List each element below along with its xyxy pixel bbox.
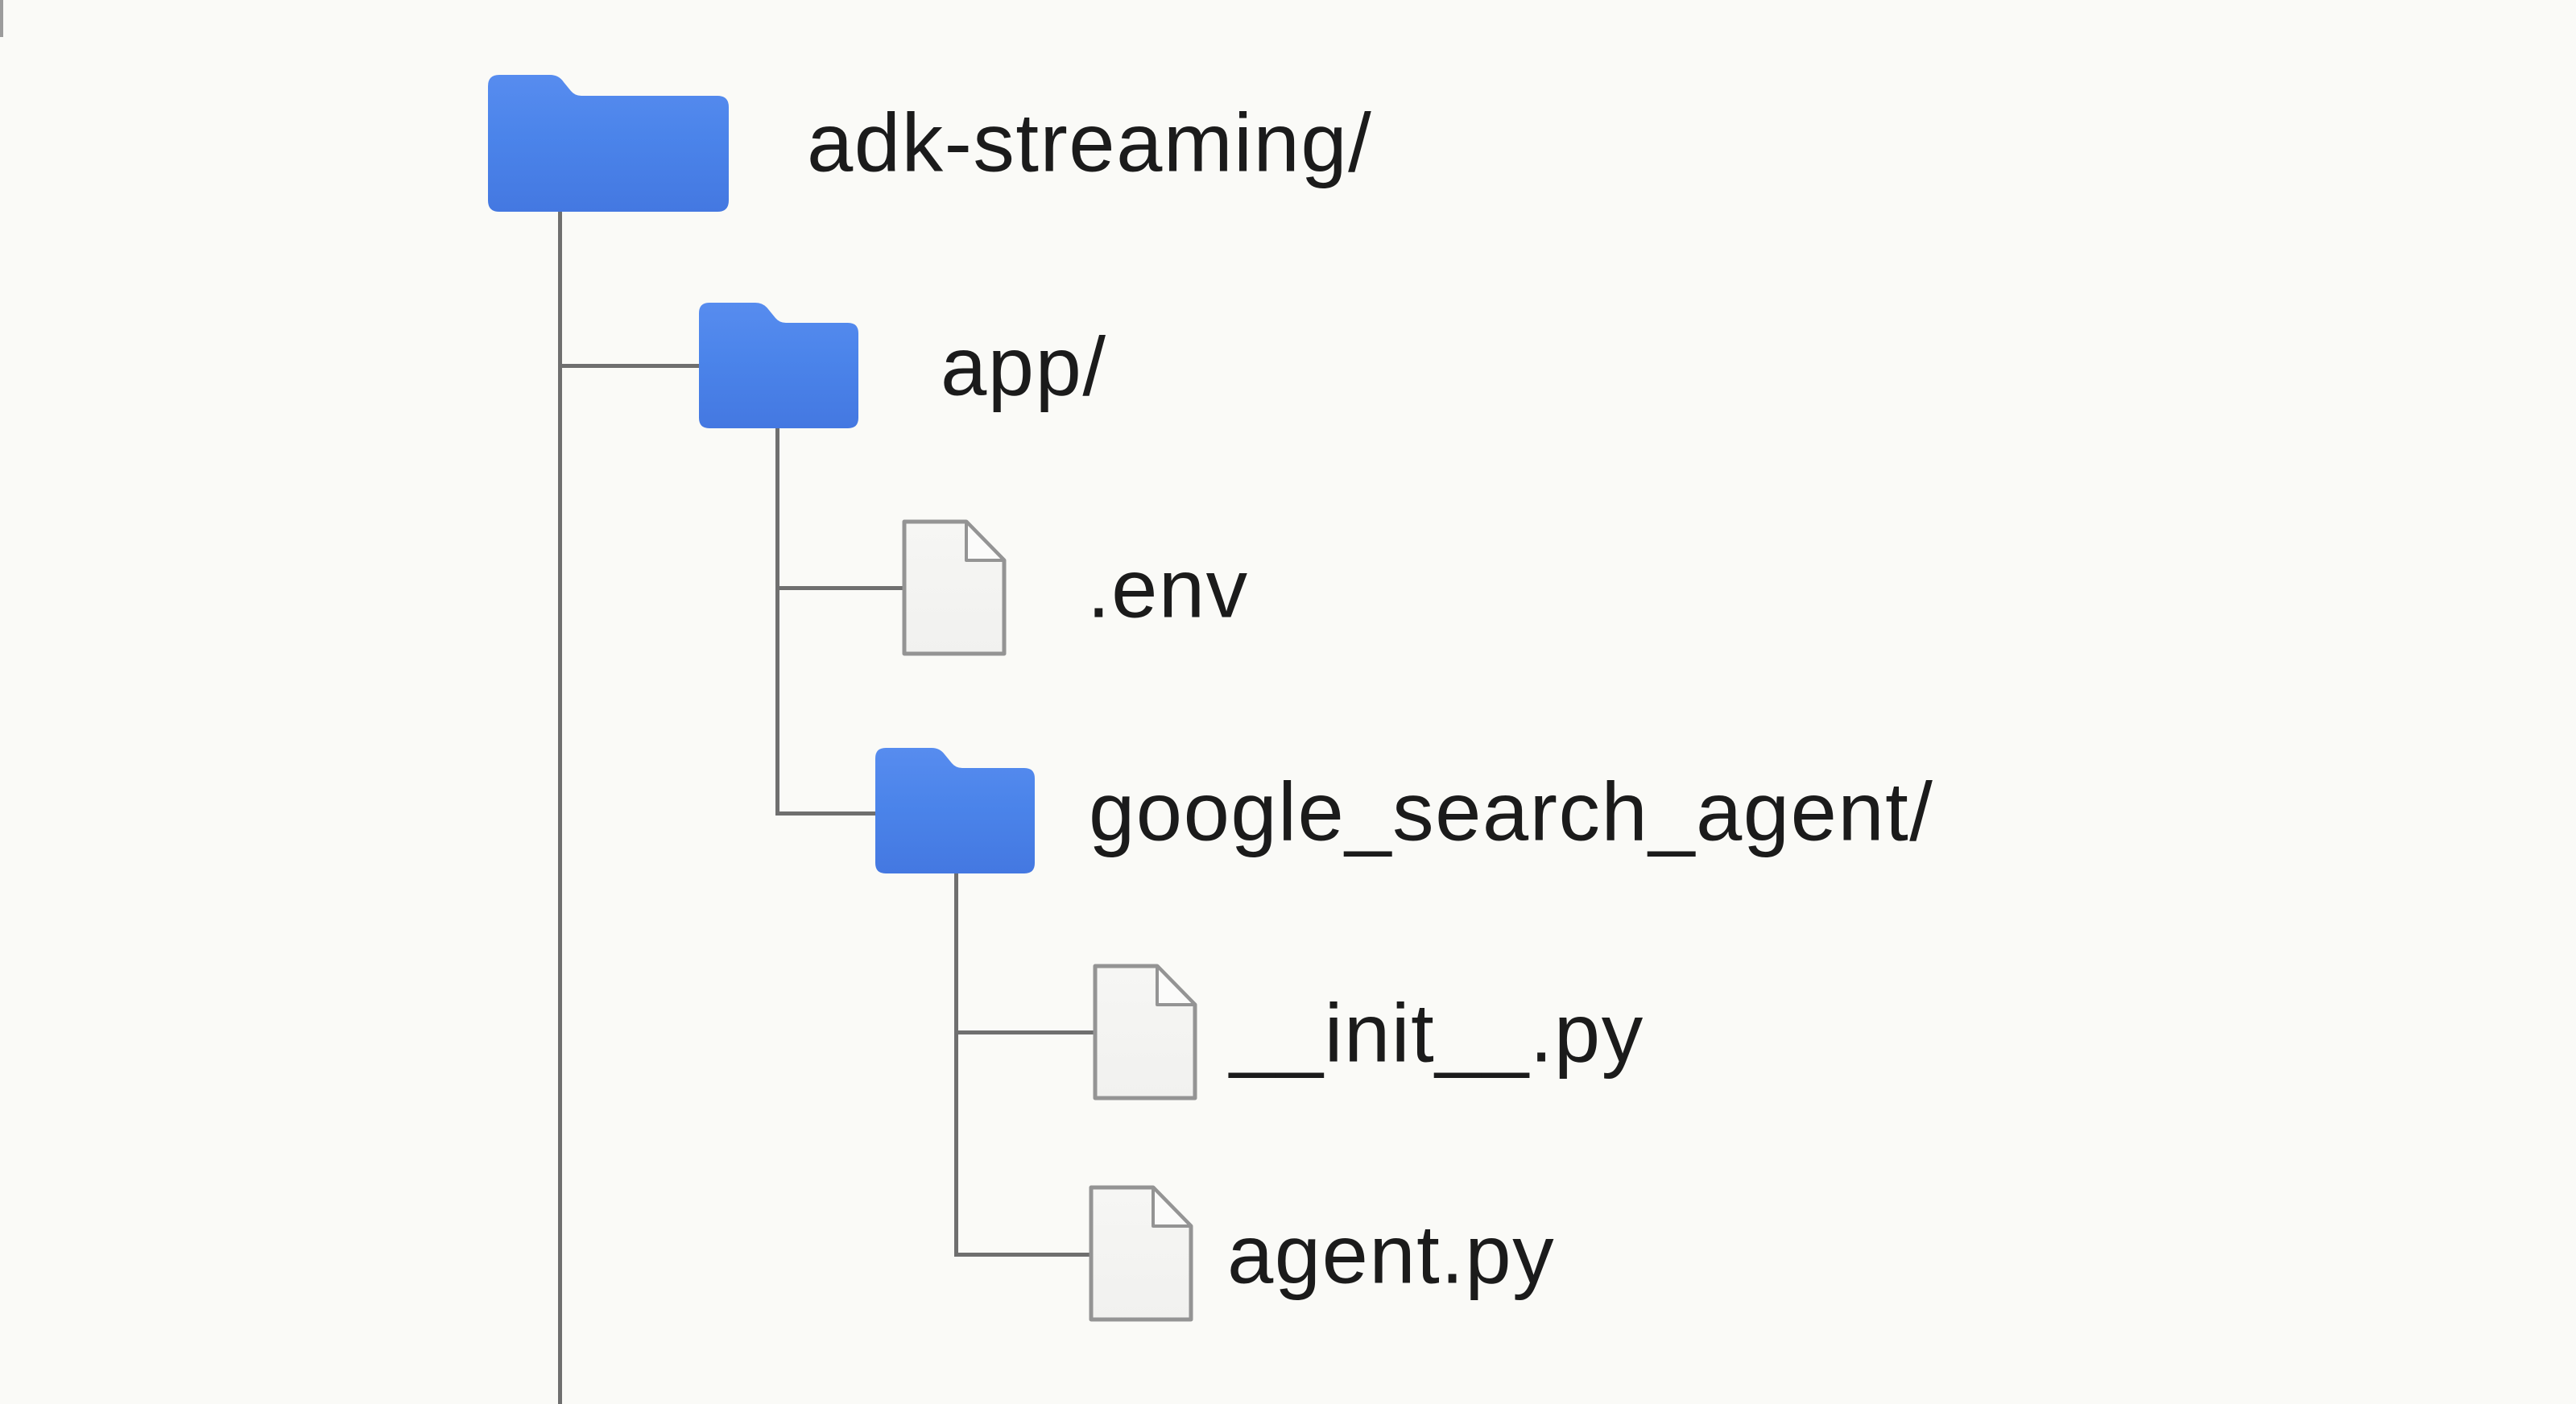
tree-connector-agent-horizontal bbox=[954, 1253, 1090, 1257]
tree-node-label-app: app/ bbox=[941, 320, 1107, 413]
tree-connector-app-vertical bbox=[775, 428, 779, 816]
left-edge-artifact-line bbox=[0, 0, 3, 37]
file-icon bbox=[902, 519, 1007, 656]
tree-connector-app-horizontal bbox=[558, 364, 699, 368]
tree-node-label-adk-streaming: adk-streaming/ bbox=[807, 96, 1373, 189]
tree-connector-root-vertical bbox=[558, 212, 562, 1404]
tree-node-label-env: .env bbox=[1087, 542, 1249, 635]
tree-connector-google-search-agent-vertical bbox=[954, 873, 958, 1257]
tree-connector-env-horizontal bbox=[775, 586, 903, 590]
folder-icon bbox=[699, 303, 858, 428]
folder-icon bbox=[488, 75, 729, 212]
tree-connector-google-search-agent-horizontal bbox=[775, 811, 876, 816]
file-icon bbox=[1089, 1185, 1193, 1322]
tree-node-label-init-py: __init__.py bbox=[1230, 986, 1644, 1080]
tree-connector-init-horizontal bbox=[954, 1030, 1094, 1034]
file-icon bbox=[1093, 964, 1197, 1100]
tree-node-label-agent-py: agent.py bbox=[1227, 1208, 1556, 1301]
tree-node-label-google-search-agent: google_search_agent/ bbox=[1089, 765, 1934, 858]
folder-icon bbox=[875, 748, 1035, 873]
